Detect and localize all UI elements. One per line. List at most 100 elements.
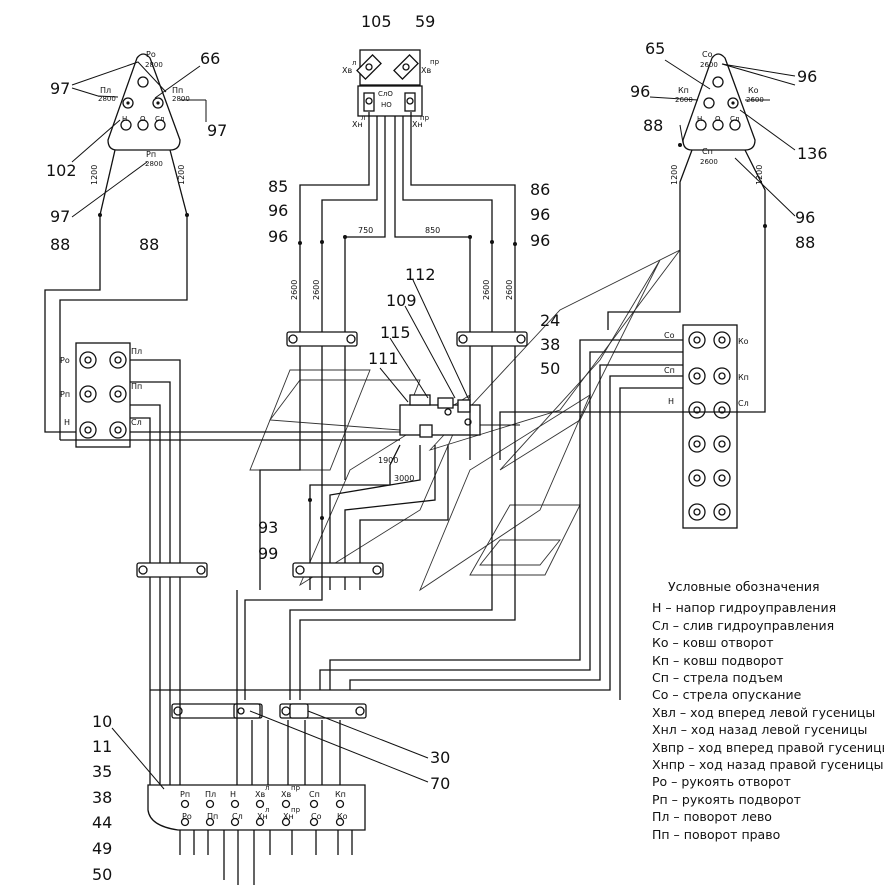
callout-35: 35 [92,762,112,781]
travel-xv-left: Хв [342,66,352,75]
left-panel-pp: Пп [131,382,142,391]
callout-99: 99 [258,544,278,563]
callout-85: 85 [268,177,288,196]
left-handle-pp-len: 2800 [172,95,190,103]
travel-xv-right: Хв [421,66,431,75]
left-joystick: Ро 2800 Пл 2800 Пп 2800 Рп 2800 Н О Сл [44,50,330,440]
callout-11: 11 [92,737,112,756]
left-panel-sl: Сл [131,418,142,427]
legend-item: Хнпр – ход назад правой гусеницы [652,757,884,773]
legend-item: Пл – поворот лево [652,809,772,825]
dim-3000: 3000 [394,474,414,483]
travel-center-bottom: НО [381,101,392,109]
left-handle-n: Н [122,115,127,123]
bottom-port-label-bottom: Сл [232,812,243,821]
bottom-port-label-bottom: Со [311,812,322,821]
callout-105: 105 [361,12,392,31]
right-handle-n: Н [697,115,702,123]
bottom-port-top [335,799,345,809]
bottom-port-label-bottom-sup: л [265,806,269,814]
legend-item: Ро – рукоять отворот [652,774,791,790]
bottom-port-label-top: Хв [255,790,265,799]
callout-24: 24 [540,311,560,330]
bottom-port-bottom [180,817,190,827]
callout-numbers: 105 59 66 97 97 102 97 88 88 65 96 96 88… [46,12,828,884]
dim-2600-b: 2600 [312,280,321,300]
callout-93: 93 [258,518,278,537]
legend: Условные обозначения Н – напор гидроупра… [632,578,884,843]
hose-clamps [136,331,528,719]
left-panel-pn: Рп [60,390,70,399]
callout-96-c: 96 [795,208,815,227]
left-panel-n: Н [64,418,70,427]
dim-1200-c: 1200 [670,165,679,185]
left-handle-sl: Сл [155,115,164,123]
callout-109: 109 [386,291,417,310]
legend-item: Кп – ковш подворот [652,652,784,668]
callout-96-f: 96 [530,205,550,224]
legend-item: Пп – поворот право [652,826,781,842]
left-handle-rn: Рп [146,150,156,159]
callout-66: 66 [200,49,220,68]
callout-136: 136 [797,144,828,163]
callout-96-b: 96 [630,82,650,101]
travel-xn-right-sup: пр [420,114,430,122]
legend-item: Хвл – ход вперед левой гусеницы [652,704,876,720]
bottom-port-label-bottom: Хн [283,812,294,821]
dim-2600-c: 2600 [482,280,491,300]
travel-xn-right: Хн [412,120,423,129]
callout-38-b: 38 [92,788,112,807]
travel-xn-left-sup: л [361,114,365,122]
left-handle-o: О [140,115,146,123]
dim-850: 850 [425,226,440,235]
callout-97-a: 97 [50,79,70,98]
bottom-port-label-top: Рп [180,790,190,799]
callout-59: 59 [415,12,435,31]
left-panel-po: Ро [60,356,70,365]
callout-50-a: 50 [540,359,560,378]
left-handle-pl-len: 2800 [98,95,116,103]
travel-xn-left: Хн [352,120,363,129]
dim-1900: 1900 [378,456,398,465]
bottom-port-top [281,799,291,809]
legend-item: Ко – ковш отворот [652,635,774,651]
dim-2600-d: 2600 [505,280,514,300]
callout-88-a: 88 [50,235,70,254]
right-handle-kn-len: 2600 [675,96,693,104]
legend-item: Н – напор гидроуправления [652,600,837,616]
travel-xv-left-sup: л [352,59,356,67]
callout-96-d: 96 [268,201,288,220]
dim-2600-a: 2600 [290,280,299,300]
left-handle-po: Ро [146,50,156,59]
central-valve-block: 1900 3000 [309,279,520,590]
right-panel-ko: Ко [738,337,749,346]
callout-49: 49 [92,839,112,858]
callout-97-b: 97 [207,121,227,140]
legend-item: Сп – стрела подъем [652,670,783,686]
callout-44: 44 [92,813,112,832]
bottom-port-label-bottom: Ро [182,812,192,821]
bottom-port-bottom [281,817,291,827]
bottom-port-bottom [255,817,265,827]
callout-96-e: 96 [268,227,288,246]
bottom-port-top [205,799,215,809]
bottom-port-label-top: Хв [281,790,291,799]
callout-86: 86 [530,180,550,199]
bottom-port-top [309,799,319,809]
legend-item: Сл – слив гидроуправления [652,617,835,633]
dim-1200-d: 1200 [755,165,764,185]
callout-111: 111 [368,349,399,368]
bottom-port-label-top: Пл [205,790,216,799]
bottom-port-label-top: Сп [309,790,320,799]
travel-control-block: Хв л Хв пр Хн л Хн пр СлО НО [298,49,517,420]
left-handle-po-len: 2800 [145,61,163,69]
callout-10: 10 [92,712,112,731]
callout-96-g: 96 [530,231,550,250]
right-handle-cn-len: 2600 [700,158,718,166]
bottom-port-bottom [205,817,215,827]
callout-88-c: 88 [643,116,663,135]
left-handle-pp: Пп [172,86,183,95]
bottom-port-label-bottom: Ко [337,812,348,821]
left-handle-pl: Пл [100,86,111,95]
bottom-port-top [255,799,265,809]
